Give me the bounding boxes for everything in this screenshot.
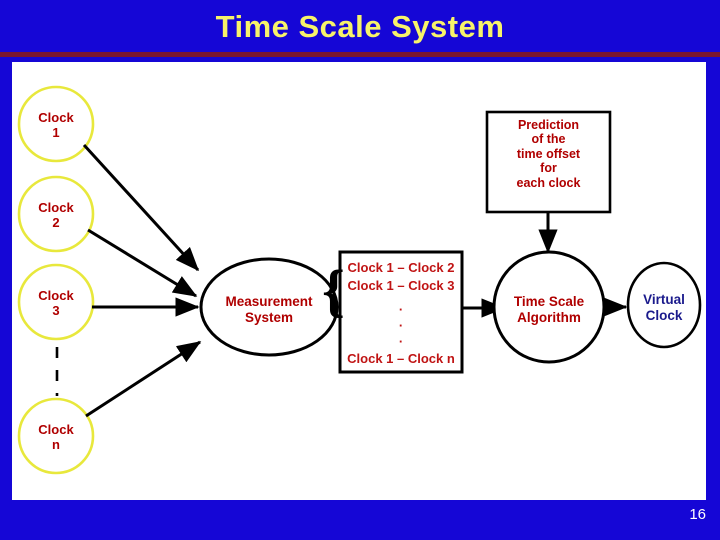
title-band: Time Scale System [0,0,720,53]
clock-differences-box-shape [338,250,464,374]
arrow-clock1-to-measurement [82,143,200,272]
clock-2-shape [17,175,95,253]
clock-difference-ellipsis-3: · [398,334,404,349]
brace-glyph: { [322,258,345,323]
arrow-clockn-to-measurement [85,340,202,418]
clock-difference-ellipsis-1: · [398,302,404,317]
page-number: 16 [689,506,706,523]
title-divider [0,52,720,57]
diagram-canvas: Clock 1 Clock 2 Clock 3 Clock n Measurem… [12,62,706,500]
clock-difference-ellipsis-2: · [398,318,404,333]
prediction-box-shape [485,110,612,214]
clock-3-shape [17,263,95,341]
page-title: Time Scale System [215,9,505,44]
measurement-system-shape [199,257,339,357]
clock-1-shape [17,85,95,163]
arrow-clock2-to-measurement [87,228,198,298]
clock-difference-row-1: Clock 1 – Clock 2 [347,260,455,275]
clock-n-shape [17,397,95,475]
diagram-connectors [17,85,702,475]
clock-difference-row-last: Clock 1 – Clock n [347,351,455,366]
virtual-clock-shape [626,261,702,349]
time-scale-algorithm-shape [492,250,606,364]
clock-difference-row-2: Clock 1 – Clock 3 [347,278,455,293]
